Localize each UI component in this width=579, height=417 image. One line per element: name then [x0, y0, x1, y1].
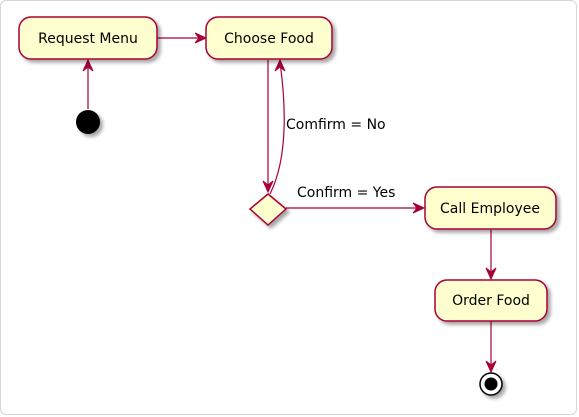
node-request-menu: [18, 16, 158, 60]
arrowhead-choose-food-loop: [274, 58, 286, 72]
edge-label-confirm-no: Comfirm = No: [286, 117, 386, 133]
arrowhead-decision: [262, 180, 274, 194]
node-order-food-label: Order Food: [452, 293, 530, 309]
start-node: [76, 110, 100, 134]
arrowhead-request-menu: [82, 58, 94, 72]
node-request-menu-label: Request Menu: [38, 31, 138, 47]
node-call-employee: [424, 186, 557, 230]
node-order-food: [434, 279, 548, 322]
node-choose-food-label: Choose Food: [224, 31, 314, 47]
arrowhead-order-food: [485, 267, 497, 281]
node-call-employee-label: Call Employee: [440, 201, 540, 217]
decision-diamond: [248, 193, 288, 227]
edge-decision-to-choose-food: [269, 61, 285, 195]
arrowhead-choose-food: [194, 32, 208, 44]
node-choose-food: [205, 16, 333, 60]
edge-label-confirm-yes: Confirm = Yes: [297, 185, 395, 201]
arrowhead-call-employee: [412, 202, 426, 214]
end-node: [479, 372, 503, 396]
arrowheads: [82, 32, 497, 374]
arrowhead-end: [485, 360, 497, 374]
edges: [87, 37, 492, 368]
